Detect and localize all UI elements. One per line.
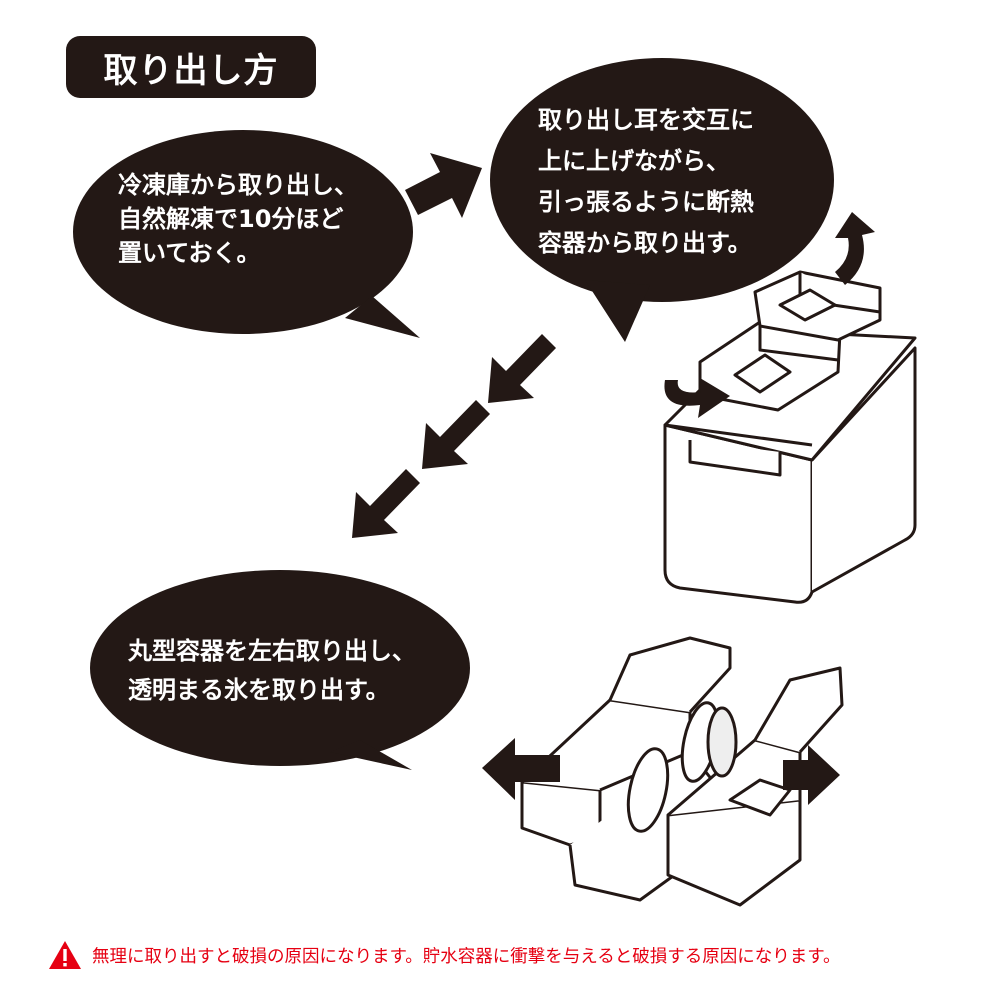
speech-bubble-step-3: [90, 570, 470, 770]
arrow-right-icon: [405, 153, 482, 218]
insulated-container-illustration: [663, 270, 917, 604]
warning-text: 無理に取り出すと破損の原因になります。貯水容器に衝撃を与えると破損する原因になり…: [92, 946, 841, 967]
arrow-left-icon: [482, 738, 560, 800]
separated-tray-illustration: [520, 636, 844, 907]
speech-bubble-step-1: [73, 130, 420, 338]
rotate-arrow-icon: [664, 212, 875, 418]
step-2-text: 取り出し耳を交互に 上に上げながら、 引っ張るように断熱 容器から取り出す。: [538, 106, 754, 257]
arrow-right-icon: [783, 745, 840, 805]
arrow-down-left-icon: [352, 334, 556, 538]
step-1-text: 冷凍庫から取り出し、 自然解凍で10分ほど 置いておく。: [118, 171, 358, 267]
speech-bubble-step-2: [490, 58, 834, 342]
step-3-text: 丸型容器を左右取り出し、 透明まる氷を取り出す。: [128, 637, 416, 704]
warning-triangle-icon: [49, 941, 81, 969]
page-title: 取り出し方: [66, 36, 316, 98]
warning-note: 無理に取り出すと破損の原因になります。貯水容器に衝撃を与えると破損する原因になり…: [48, 938, 978, 972]
